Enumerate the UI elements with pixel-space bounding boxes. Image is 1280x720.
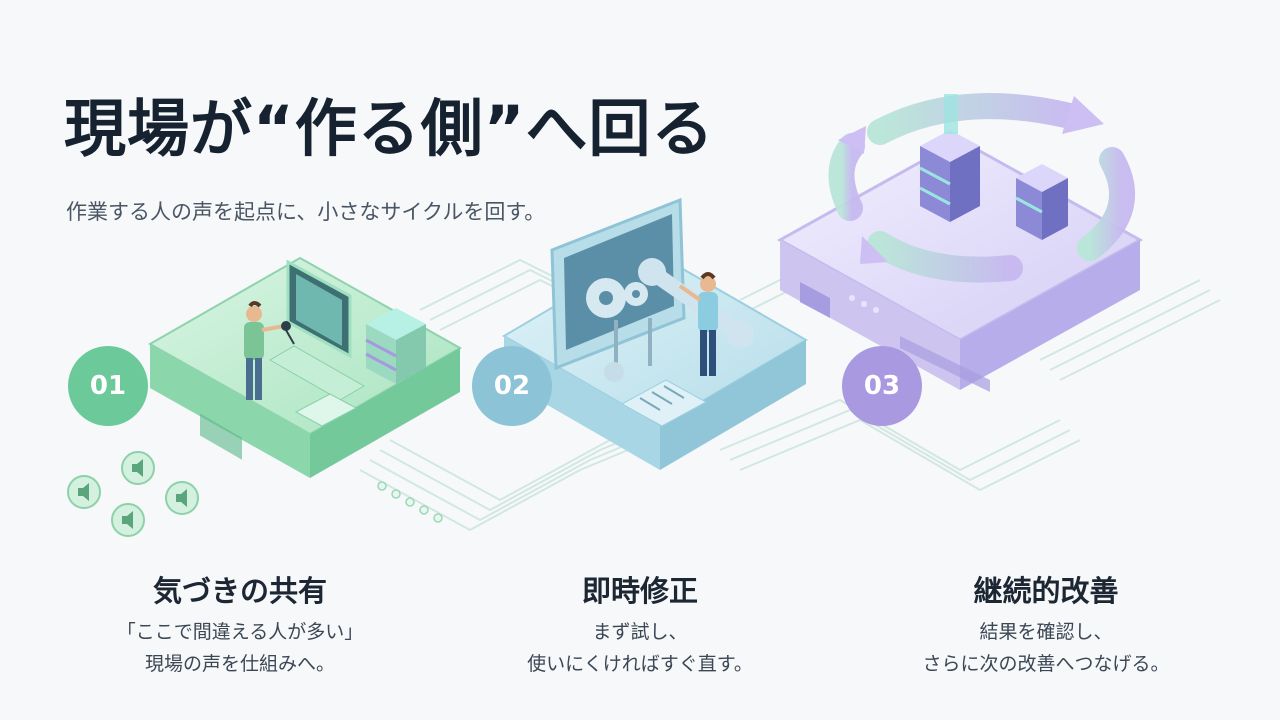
person-1-icon: [244, 301, 295, 400]
platform-1: [67, 256, 463, 537]
speaker-icons: [67, 451, 199, 537]
signal-dots: [377, 481, 443, 523]
step-3-line-2: さらに次の改善へつなげる。: [922, 653, 1170, 675]
person-2-icon: [678, 272, 718, 376]
step-1-line-1: 「ここで間違える人が多い」: [116, 621, 364, 643]
step-3-title: 継続的改善: [973, 574, 1119, 608]
step-1-line-2: 現場の声を仕組みへ。: [144, 653, 335, 675]
step-2-badge: 02: [472, 346, 552, 426]
step-2-title: 即時修正: [581, 574, 698, 608]
step-1-badge: 01: [68, 346, 148, 426]
step-3-badge: 03: [842, 346, 922, 426]
step-3-line-1: 結果を確認し、: [979, 621, 1113, 643]
step-3-description: 結果を確認し、 さらに次の改善へつなげる。: [856, 616, 1236, 680]
step-2-line-1: まず試し、: [592, 621, 688, 643]
step-1-title: 気づきの共有: [152, 574, 327, 608]
step-2-line-2: 使いにくければすぐ直す。: [527, 653, 753, 675]
page-title: 現場が“作る側”へ回る: [64, 92, 715, 165]
platform-2: [502, 197, 808, 470]
step-2-description: まず試し、 使いにくければすぐ直す。: [450, 616, 830, 680]
server-stack-1: [365, 308, 426, 384]
server-stack-3: [919, 130, 1068, 240]
cycle-arrows-icon: [828, 93, 1136, 283]
wrench-icon: [638, 258, 754, 348]
page-subtitle: 作業する人の声を起点に、小さなサイクルを回す。: [66, 200, 546, 224]
platform-3: [776, 93, 1144, 392]
step-1-description: 「ここで間違える人が多い」 現場の声を仕組みへ。: [50, 616, 430, 680]
